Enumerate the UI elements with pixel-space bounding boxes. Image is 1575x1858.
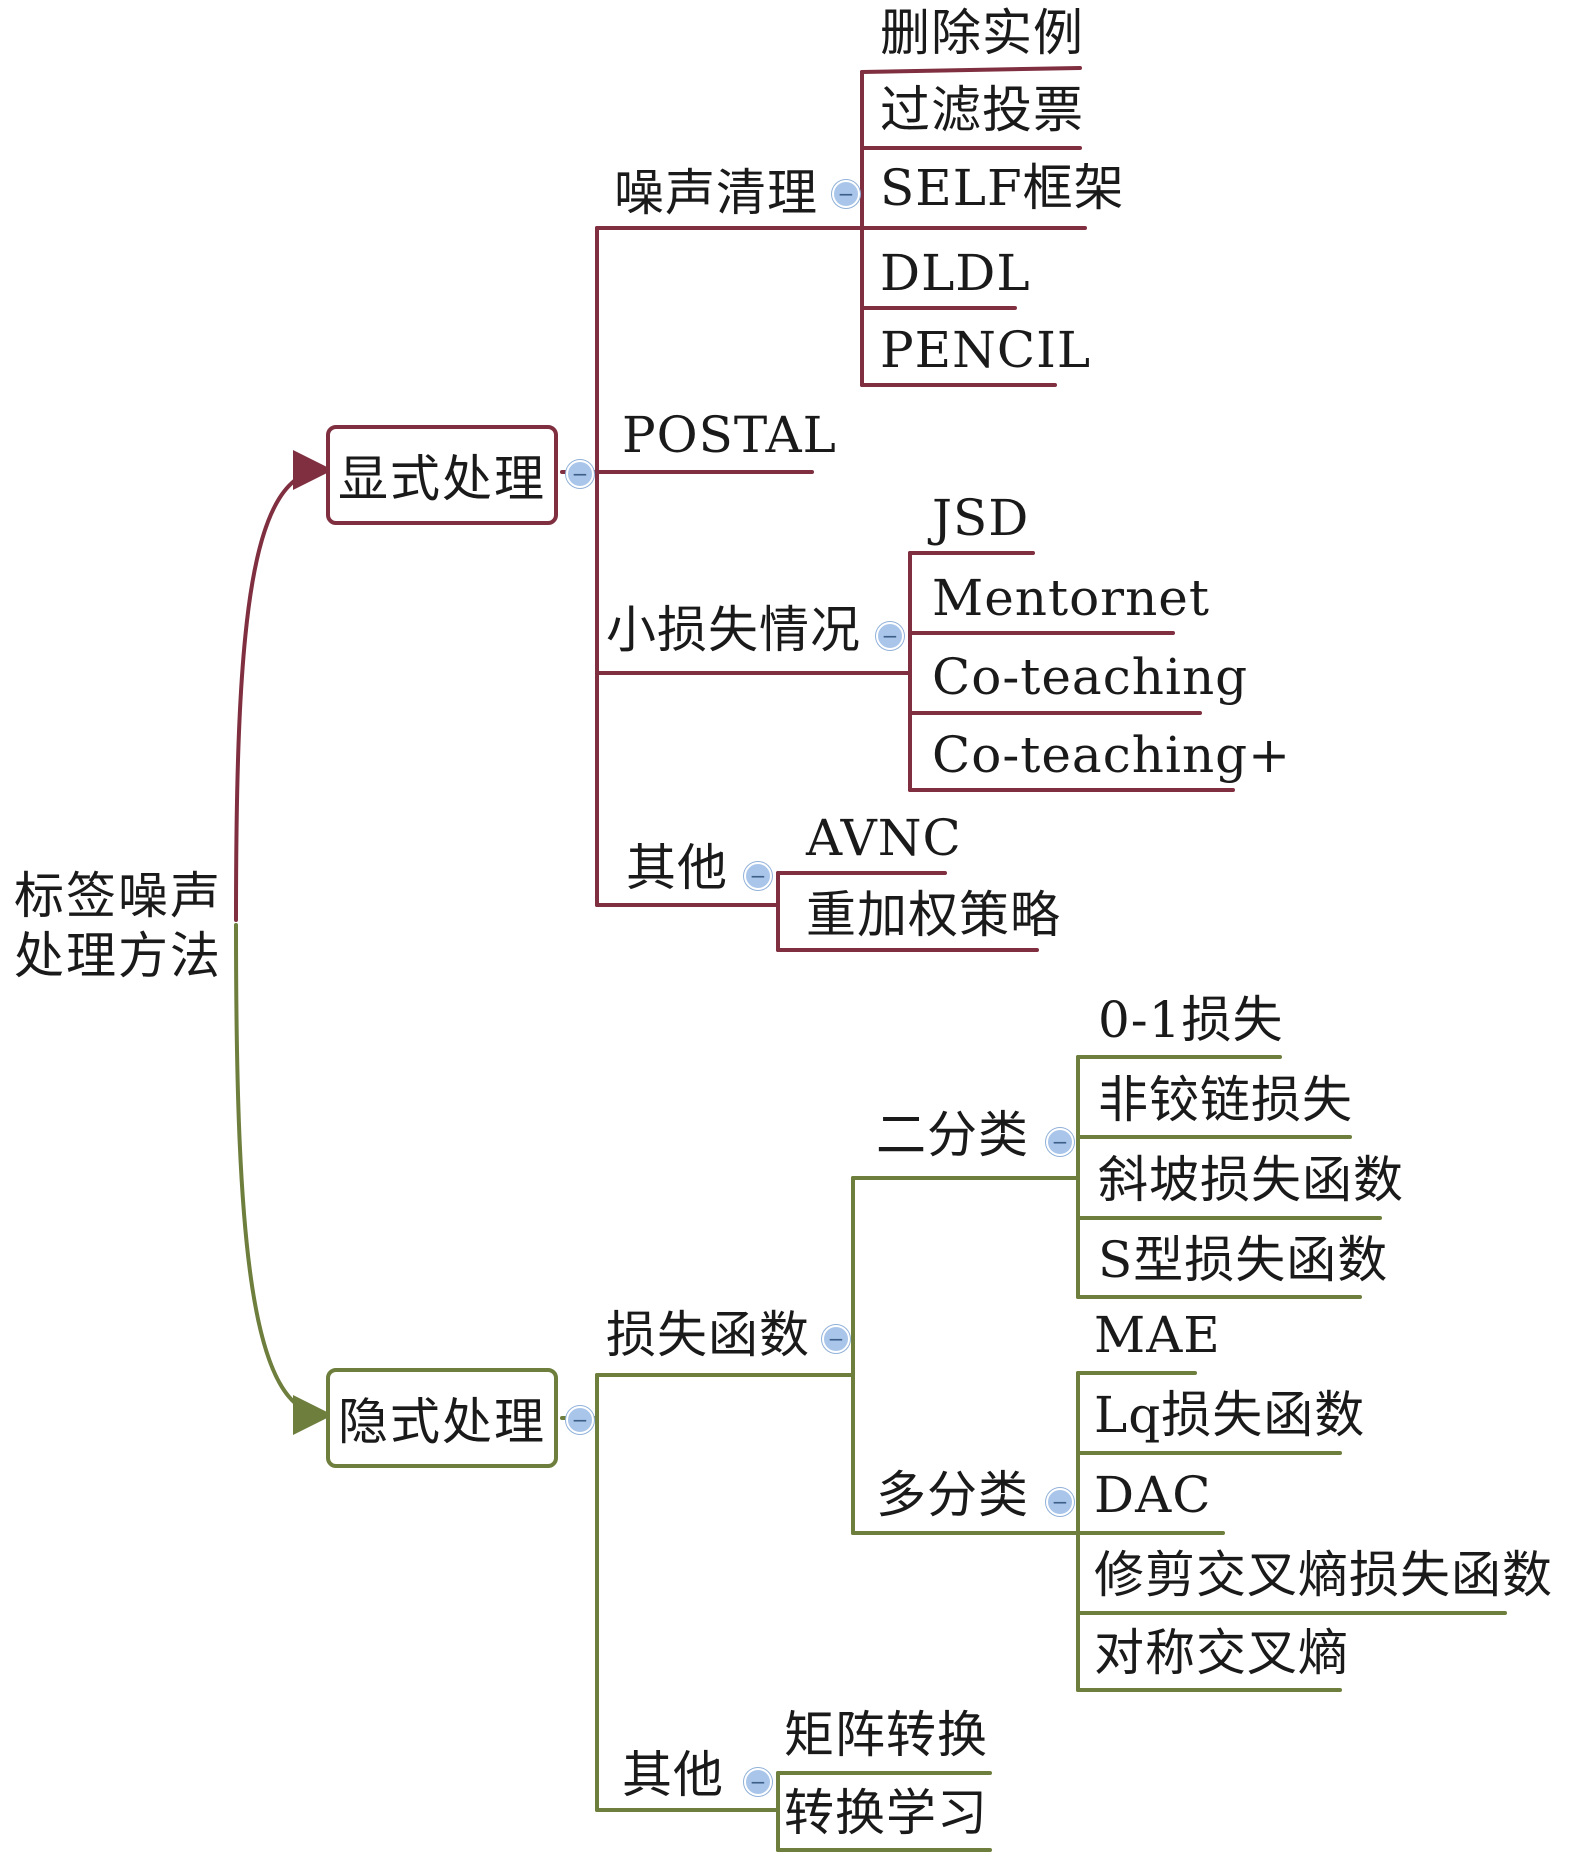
list-item[interactable]: DAC xyxy=(1094,1466,1212,1524)
list-item[interactable]: DLDL xyxy=(880,244,1031,302)
collapse-icon[interactable]: − xyxy=(1046,1128,1074,1156)
root-link-explicit xyxy=(234,450,333,922)
explicit-topic[interactable]: 显式处理 xyxy=(326,425,558,525)
list-item[interactable]: 转换学习 xyxy=(784,1784,988,1842)
root-link-implicit xyxy=(234,923,333,1435)
explicit-other-label[interactable]: 其他 xyxy=(626,839,728,897)
implicit-other-label[interactable]: 其他 xyxy=(622,1746,724,1804)
list-item[interactable]: PENCIL xyxy=(880,321,1092,379)
list-item[interactable]: 过滤投票 xyxy=(880,81,1084,139)
list-item[interactable]: 0-1损失 xyxy=(1098,991,1284,1049)
root-label-line1: 标签噪声 xyxy=(14,867,222,925)
list-item[interactable]: 非铰链损失 xyxy=(1098,1071,1353,1129)
collapse-icon[interactable]: − xyxy=(566,1406,594,1434)
implicit-topic-label: 隐式处理 xyxy=(338,1393,546,1451)
loss-function-label[interactable]: 损失函数 xyxy=(606,1306,810,1364)
root-topic[interactable]: 标签噪声 处理方法 xyxy=(14,866,234,986)
list-item[interactable]: 修剪交叉熵损失函数 xyxy=(1094,1546,1553,1604)
root-label-line2: 处理方法 xyxy=(14,927,222,985)
list-item[interactable]: 对称交叉熵 xyxy=(1094,1624,1349,1682)
list-item[interactable]: S型损失函数 xyxy=(1098,1231,1389,1289)
list-item[interactable]: AVNC xyxy=(806,809,962,867)
explicit-links xyxy=(560,66,1235,952)
list-item[interactable]: MAE xyxy=(1094,1306,1221,1364)
implicit-topic[interactable]: 隐式处理 xyxy=(326,1368,558,1468)
collapse-icon[interactable]: − xyxy=(832,180,860,208)
noise-cleaning-label[interactable]: 噪声清理 xyxy=(614,164,818,222)
list-item[interactable]: 矩阵转换 xyxy=(784,1706,988,1764)
collapse-icon[interactable]: − xyxy=(744,1768,772,1796)
list-item[interactable]: SELF框架 xyxy=(880,159,1125,217)
collapse-icon[interactable]: − xyxy=(1046,1488,1074,1516)
collapse-icon[interactable]: − xyxy=(876,622,904,650)
explicit-topic-label: 显式处理 xyxy=(338,450,546,508)
list-item[interactable]: Lq损失函数 xyxy=(1094,1386,1366,1444)
list-item[interactable]: Co-teaching+ xyxy=(932,726,1292,784)
multiclass-label[interactable]: 多分类 xyxy=(876,1466,1029,1524)
list-item[interactable]: Co-teaching xyxy=(932,648,1249,706)
binary-label[interactable]: 二分类 xyxy=(876,1106,1029,1164)
collapse-icon[interactable]: − xyxy=(822,1325,850,1353)
small-loss-label[interactable]: 小损失情况 xyxy=(606,601,861,659)
list-item[interactable]: Mentornet xyxy=(932,569,1210,627)
list-item[interactable]: 删除实例 xyxy=(880,4,1084,62)
postal-label[interactable]: POSTAL xyxy=(622,406,837,464)
collapse-icon[interactable]: − xyxy=(744,862,772,890)
list-item[interactable]: 重加权策略 xyxy=(806,886,1061,944)
list-item[interactable]: 斜坡损失函数 xyxy=(1098,1151,1404,1209)
collapse-icon[interactable]: − xyxy=(566,460,594,488)
list-item[interactable]: JSD xyxy=(932,489,1030,547)
